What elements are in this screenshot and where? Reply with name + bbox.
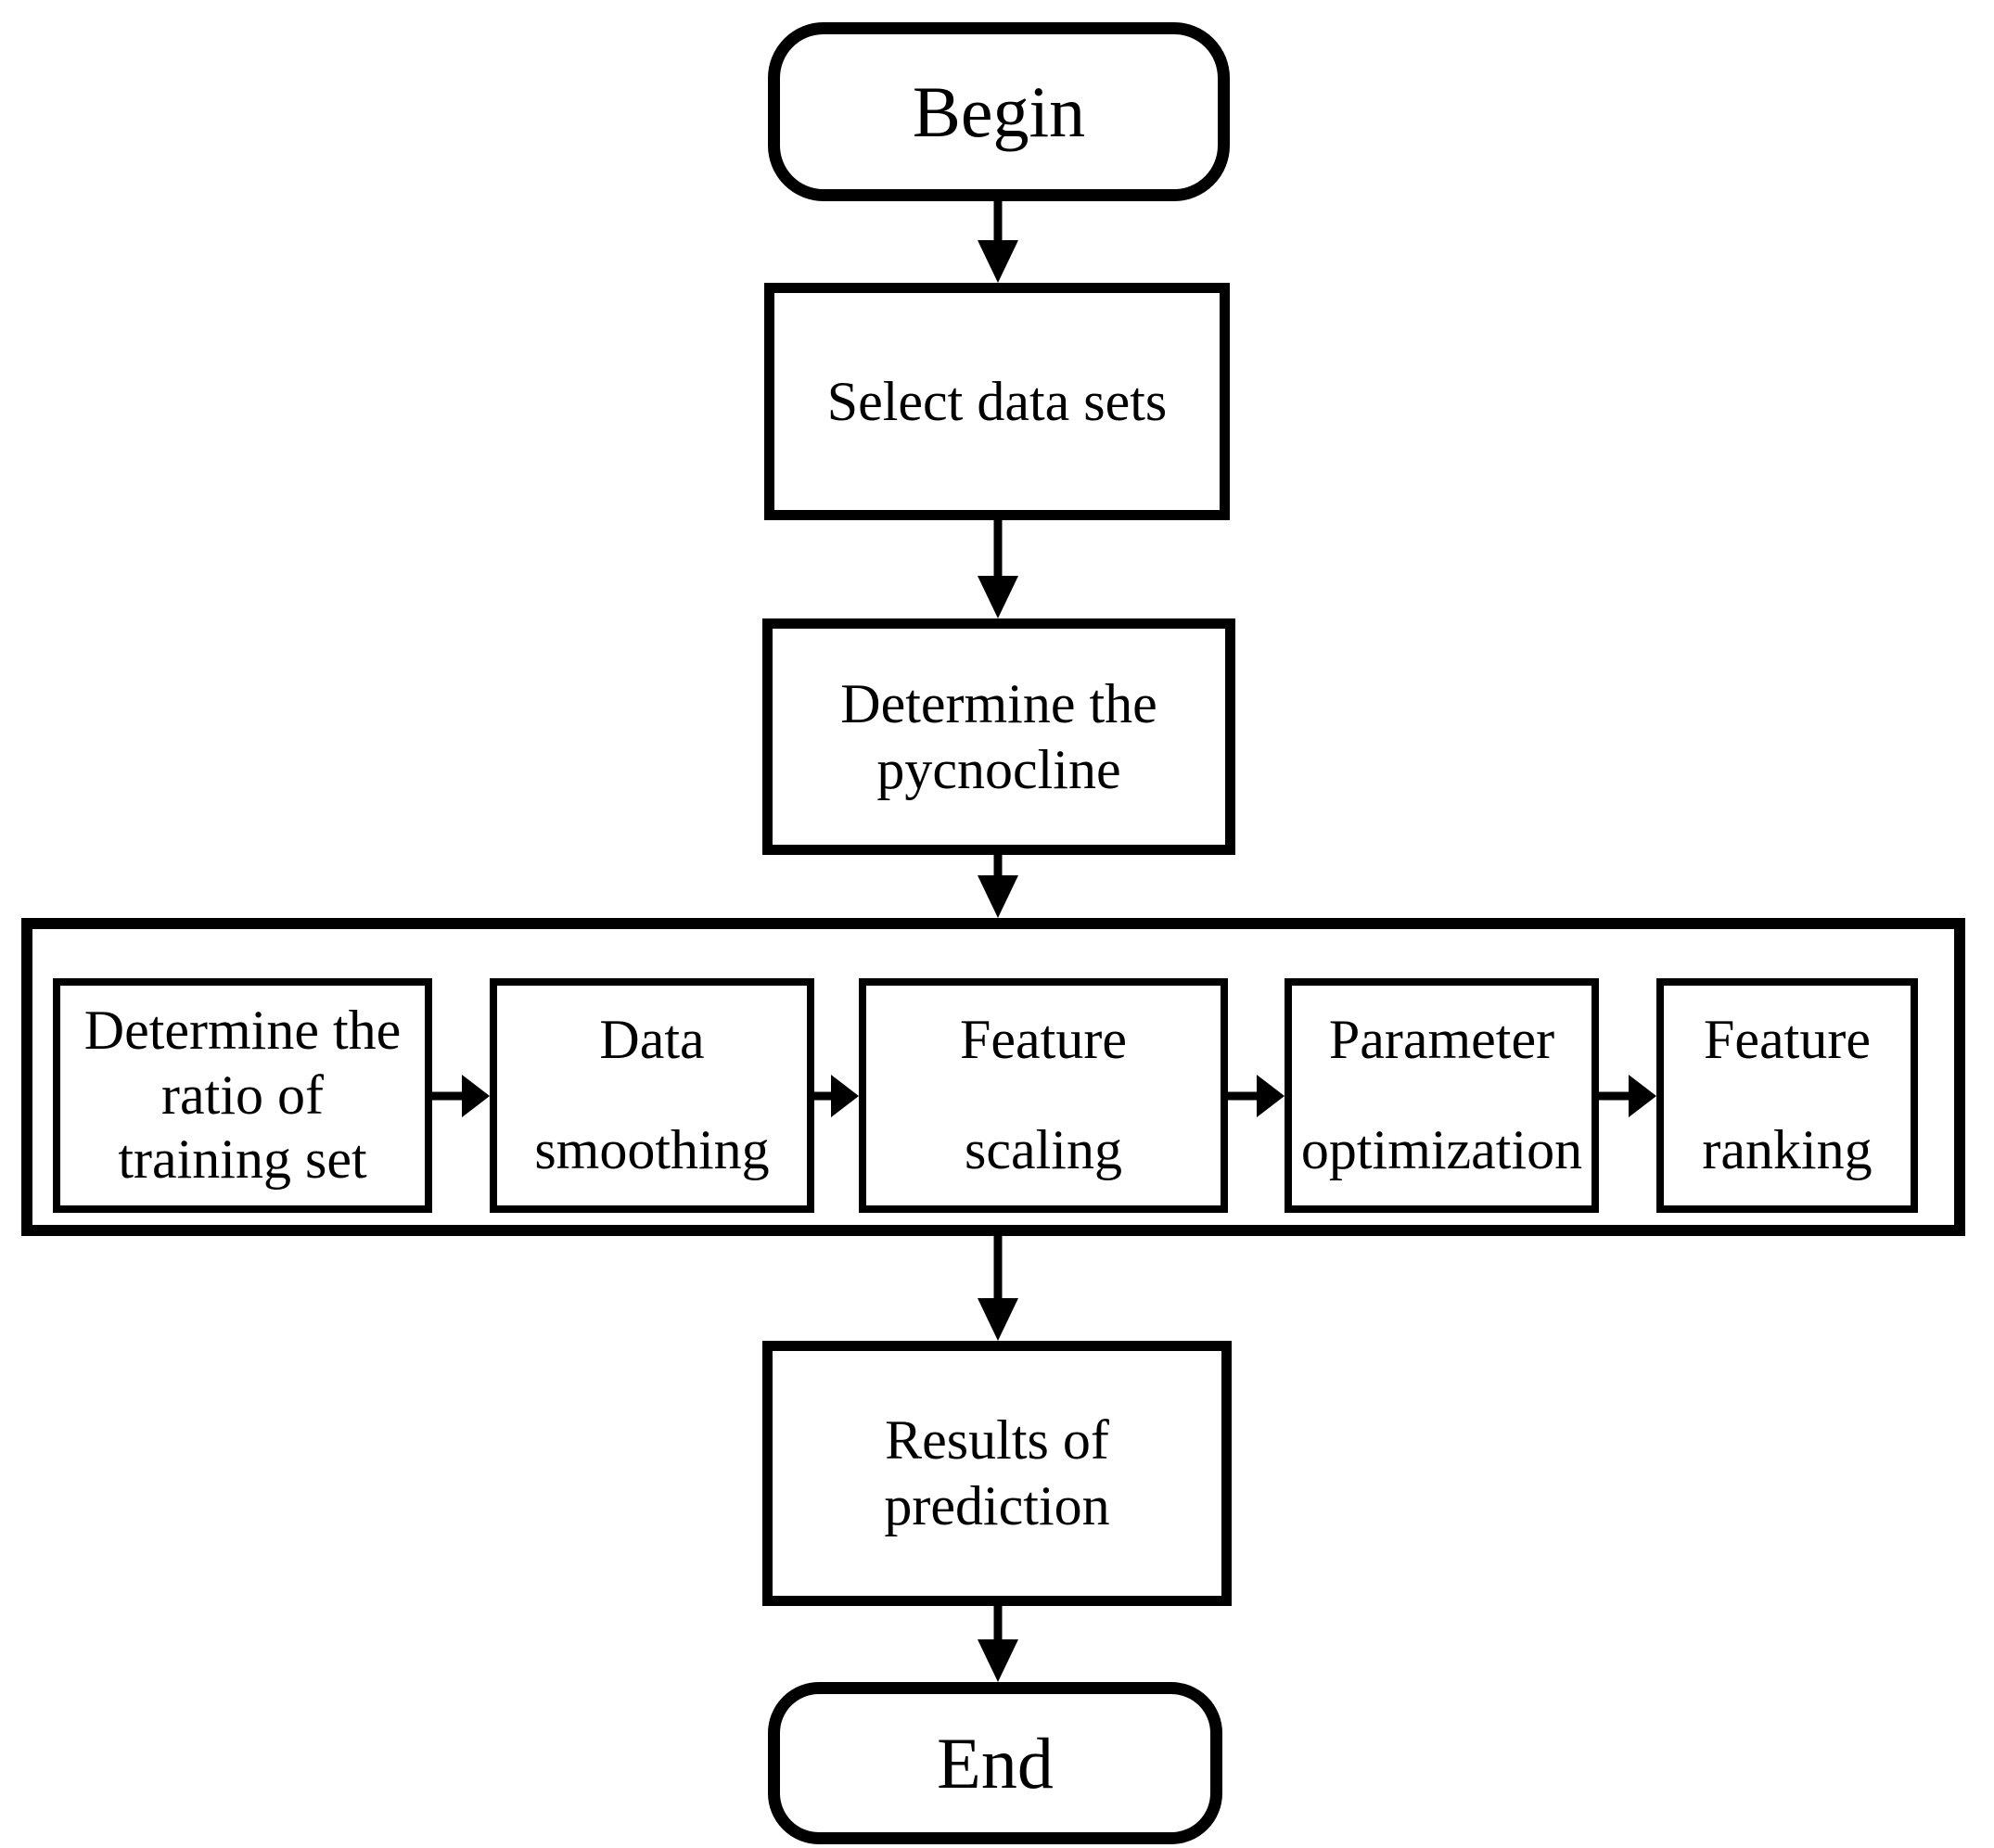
step-label-line: training set	[118, 1128, 367, 1191]
step-label-line: optimization	[1300, 1119, 1583, 1181]
arrow-pipeline-to-results	[978, 1236, 1018, 1341]
arrow-head-right-icon	[1257, 1075, 1285, 1117]
node-determine-pycnocline-line: Determine the	[840, 672, 1157, 734]
arrow-results-to-end	[978, 1606, 1018, 1682]
arrow-step2-to-step3	[814, 1075, 859, 1117]
node-begin: Begin	[768, 22, 1230, 201]
step-determine-ratio-of-training-set: Determine the ratio of training set	[53, 978, 432, 1213]
node-determine-pycnocline: Determine the pycnocline	[762, 618, 1235, 855]
node-determine-pycnocline-line: pycnocline	[876, 738, 1121, 800]
arrow-stem	[993, 201, 1003, 246]
arrow-head-right-icon	[1629, 1075, 1656, 1117]
arrow-stem	[993, 1606, 1003, 1645]
arrow-step3-to-step4	[1228, 1075, 1285, 1117]
arrow-head-down-icon	[978, 576, 1018, 618]
step-label-line: Data	[599, 1009, 705, 1070]
arrow-stem	[1228, 1091, 1260, 1101]
arrow-head-right-icon	[831, 1075, 859, 1117]
step-data-smoothing: Data smoothing	[490, 978, 814, 1213]
node-end: End	[768, 1682, 1222, 1844]
step-label-line: ratio of	[161, 1064, 324, 1126]
step-label-line: ranking	[1702, 1119, 1873, 1181]
arrow-head-down-icon	[978, 1639, 1018, 1682]
arrow-step1-to-step2	[432, 1075, 490, 1117]
arrow-head-down-icon	[978, 240, 1018, 283]
step-label-line: scaling	[965, 1119, 1122, 1181]
step-label-line: Feature	[960, 1009, 1127, 1070]
node-select-data-sets-label: Select data sets	[826, 370, 1168, 432]
arrow-stem	[1599, 1091, 1632, 1101]
node-end-label: End	[937, 1722, 1054, 1803]
arrow-stem	[993, 855, 1003, 881]
arrow-head-down-icon	[978, 1298, 1018, 1341]
arrow-stem	[993, 1236, 1003, 1304]
step-feature-scaling: Feature scaling	[859, 978, 1228, 1213]
arrow-stem	[814, 1091, 835, 1101]
step-label-line: smoothing	[534, 1119, 770, 1181]
arrow-stem	[993, 520, 1003, 581]
arrow-step4-to-step5	[1599, 1075, 1656, 1117]
arrow-head-right-icon	[462, 1075, 490, 1117]
step-parameter-optimization: Parameter optimization	[1285, 978, 1599, 1213]
step-label-line: Parameter	[1328, 1009, 1555, 1070]
node-results-line: Results of	[885, 1409, 1109, 1472]
node-select-data-sets: Select data sets	[764, 283, 1230, 520]
step-feature-ranking: Feature ranking	[1656, 978, 1918, 1213]
arrow-pycnocline-to-pipeline	[978, 855, 1018, 918]
node-results-line: prediction	[884, 1475, 1110, 1536]
step-label-line: Determine the	[83, 1000, 402, 1062]
arrow-begin-to-select	[978, 201, 1018, 283]
arrow-head-down-icon	[978, 875, 1018, 918]
node-begin-label: Begin	[912, 70, 1086, 152]
node-results-of-prediction: Results of prediction	[762, 1341, 1232, 1606]
step-label-line: Feature	[1704, 1009, 1871, 1070]
arrow-stem	[432, 1091, 466, 1101]
arrow-select-to-pycnocline	[978, 520, 1018, 618]
